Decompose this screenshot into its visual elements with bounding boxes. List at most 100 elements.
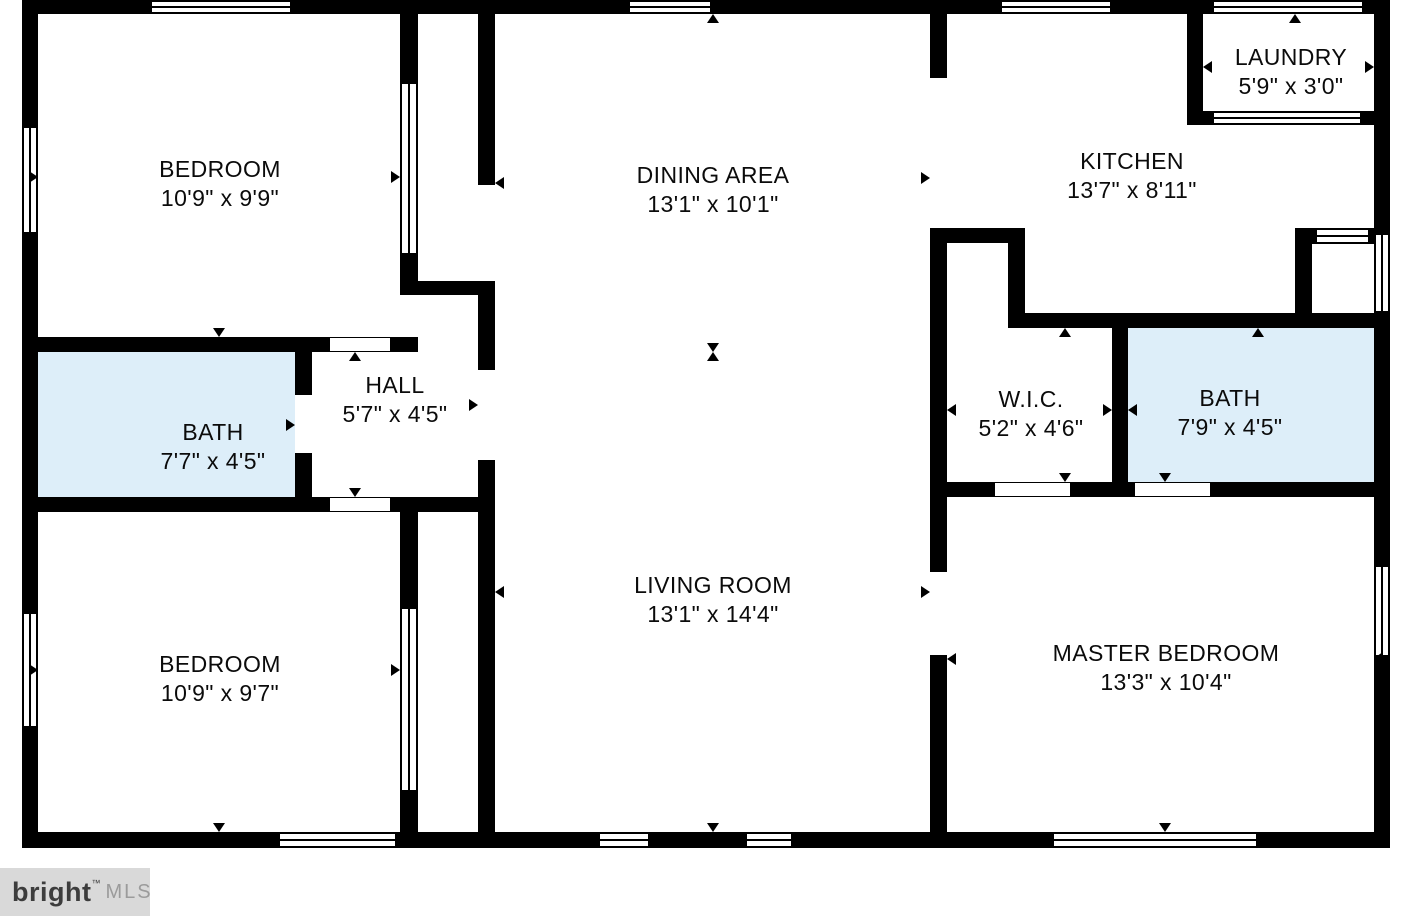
marker-arrow [921,172,930,184]
room-label-bath-right: BATH 7'9" x 4'5" [1178,384,1283,442]
marker-arrow [391,664,400,676]
wall-segment [1112,313,1374,328]
logo-brand-text: bright [12,876,92,907]
window [1374,233,1390,313]
wall-segment [478,0,495,185]
room-name: HALL [365,372,425,398]
room-dims: 13'3" x 10'4" [1100,669,1232,695]
window [745,832,793,848]
room-label-wic: W.I.C. 5'2" x 4'6" [979,385,1084,443]
marker-arrow [495,586,504,598]
wall-segment [1008,228,1025,323]
marker-arrow [469,399,478,411]
window [1315,228,1370,244]
marker-arrow [1203,61,1212,73]
wall-segment [930,0,947,78]
door-opening [995,483,1070,496]
room-dims: 13'1" x 10'1" [647,191,779,217]
room-dims: 10'9" x 9'7" [160,680,280,706]
room-dims: 5'7" x 4'5" [342,401,448,427]
door-opening [330,338,390,351]
marker-arrow [707,823,719,832]
room-dims: 7'9" x 4'5" [1177,414,1283,440]
wall-segment [1008,313,1128,328]
marker-arrow [921,586,930,598]
marker-arrow [1374,652,1383,664]
door-opening [930,572,947,655]
logo-suffix-text: MLS [105,880,153,903]
window [1374,565,1390,657]
wall-segment [1374,0,1390,848]
window [1212,0,1364,14]
room-label-bedroom-top: BEDROOM 10'9" x 9'9" [159,155,281,213]
window [278,832,397,848]
wall-segment [1187,0,1203,125]
room-label-laundry: LAUNDRY 5'9" x 3'0" [1235,43,1347,101]
room-dims: 7'7" x 4'5" [160,448,266,474]
room-label-living-room: LIVING ROOM 13'1" x 14'4" [634,571,792,629]
marker-arrow [1365,61,1374,73]
room-label-bath-left: BATH 7'7" x 4'5" [161,418,266,476]
wall-segment [22,337,418,352]
marker-arrow [707,14,719,23]
window [628,0,712,14]
sliding-door [1212,111,1362,125]
room-label-hall: HALL 5'7" x 4'5" [343,371,448,429]
room-label-kitchen: KITCHEN 13'7" x 8'11" [1067,147,1197,205]
bath-floor-fill [38,350,297,499]
marker-arrow [29,419,38,431]
room-name: LIVING ROOM [634,572,792,598]
bath-floor-fill [1126,326,1376,484]
window [1052,832,1258,848]
marker-arrow [349,352,361,361]
marker-arrow [29,664,38,676]
marker-arrow [1059,473,1071,482]
marker-arrow [707,352,719,361]
room-name: MASTER BEDROOM [1052,640,1280,666]
room-label-dining-area: DINING AREA 13'1" x 10'1" [637,161,790,219]
room-name: BEDROOM [159,651,281,677]
marker-arrow [391,171,400,183]
window [598,832,650,848]
marker-arrow [286,419,295,431]
room-dims: 13'7" x 8'11" [1067,177,1197,203]
window [1000,0,1112,14]
room-name: BATH [182,419,244,445]
room-dims: 13'1" x 14'4" [647,601,779,627]
marker-arrow [1289,14,1301,23]
room-dims: 5'2" x 4'6" [978,415,1084,441]
marker-arrow [1159,823,1171,832]
room-name: DINING AREA [636,162,790,188]
marker-arrow [1159,473,1171,482]
wall-segment [400,512,418,607]
room-name: BEDROOM [159,156,281,182]
room-dims: 5'9" x 3'0" [1238,73,1344,99]
door-opening [330,498,390,511]
room-label-master-bedroom: MASTER BEDROOM 13'3" x 10'4" [1053,639,1280,697]
wall-segment [1112,313,1128,497]
window [150,0,292,14]
marker-arrow [213,823,225,832]
wall-segment [400,792,418,832]
wall-segment [478,295,495,370]
room-dims: 10'9" x 9'9" [160,185,280,211]
room-name: BATH [1199,385,1261,411]
marker-arrow [1103,404,1112,416]
room-name: LAUNDRY [1234,44,1348,70]
wall-segment [478,460,495,832]
door-opening [1135,483,1210,496]
marker-arrow [495,177,504,189]
marker-arrow [1059,328,1071,337]
marker-arrow [213,328,225,337]
marker-arrow [1128,404,1137,416]
wall-segment [400,281,495,295]
wall-segment [22,497,495,512]
marker-arrow [707,343,719,352]
marker-arrow [1252,328,1264,337]
room-name: W.I.C. [998,386,1064,412]
wall-segment [930,497,947,832]
wall-segment [930,228,1025,243]
marker-arrow [947,653,956,665]
